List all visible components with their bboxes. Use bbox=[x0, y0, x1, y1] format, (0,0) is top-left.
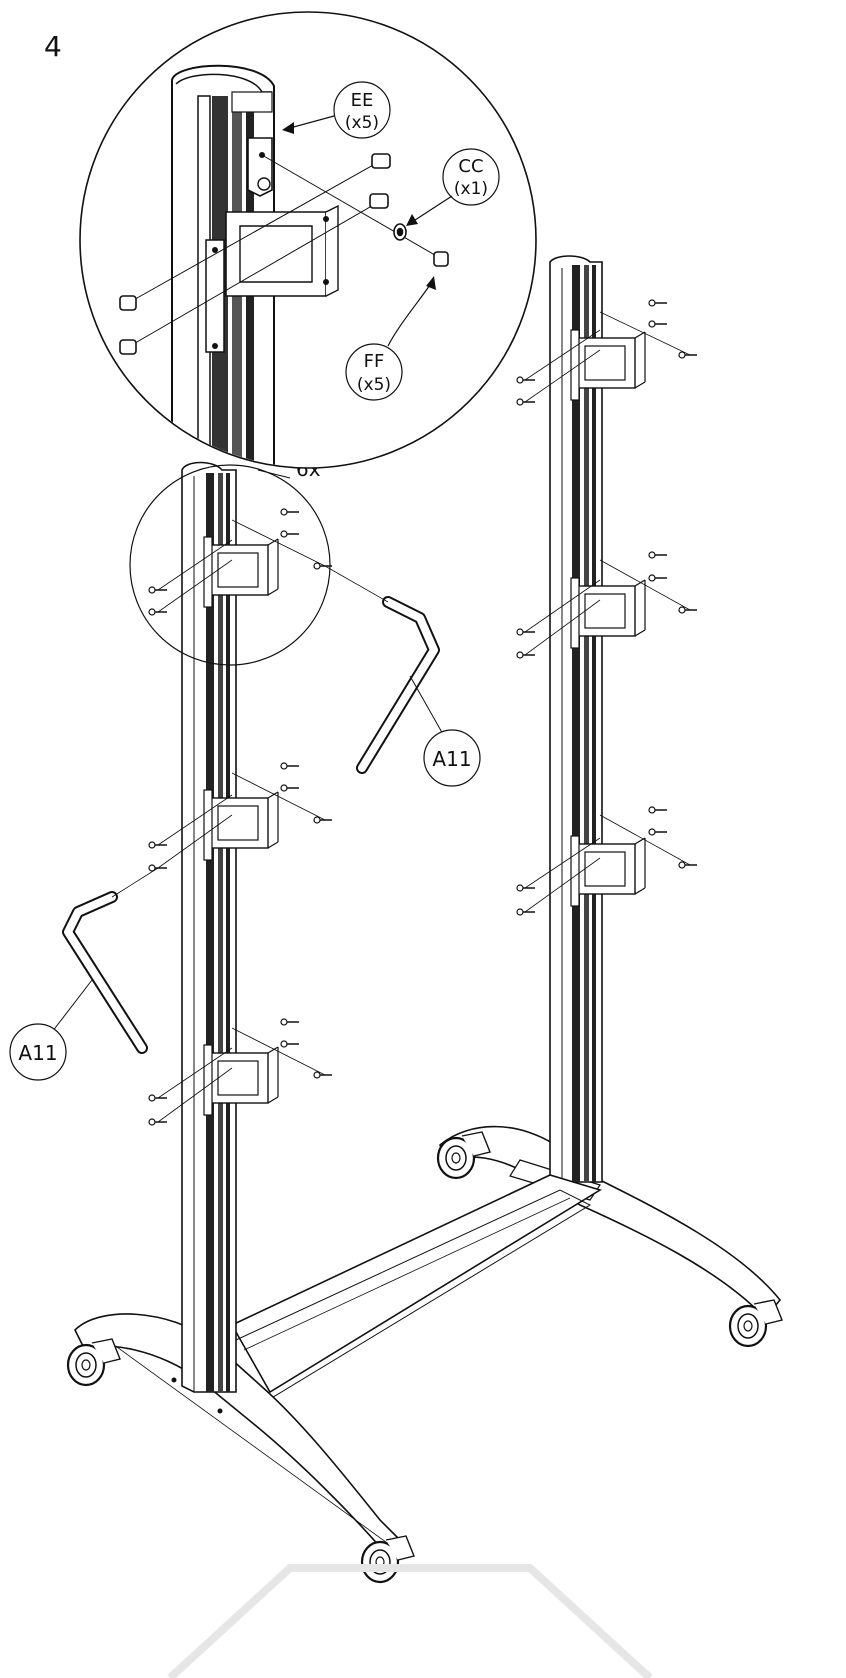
right-stand bbox=[436, 255, 784, 1348]
callout-ee-code: EE bbox=[351, 90, 374, 111]
tool-label-lower: A11 bbox=[18, 1041, 57, 1065]
left-stand bbox=[66, 461, 416, 1584]
allen-key-icon bbox=[62, 867, 159, 1054]
callout-ff-code: FF bbox=[364, 351, 385, 372]
arrow-icon bbox=[406, 214, 418, 226]
watermark bbox=[167, 1564, 653, 1678]
step-number: 4 bbox=[44, 30, 62, 63]
arrow-icon bbox=[282, 122, 294, 134]
callout-ee-qty: (x5) bbox=[345, 113, 379, 133]
callout-ff-qty: (x5) bbox=[357, 375, 391, 395]
allen-key-icon bbox=[324, 565, 440, 774]
detail-selection-circle bbox=[129, 464, 331, 666]
tool-label-upper: A11 bbox=[432, 747, 471, 771]
cross-bar bbox=[230, 1174, 602, 1403]
callout-cc-code: CC bbox=[458, 156, 483, 177]
callout-cc-qty: (x1) bbox=[454, 179, 488, 199]
detail-zoom: EE (x5) CC (x1) FF (x5) bbox=[79, 11, 537, 469]
arrow-icon bbox=[426, 276, 436, 290]
